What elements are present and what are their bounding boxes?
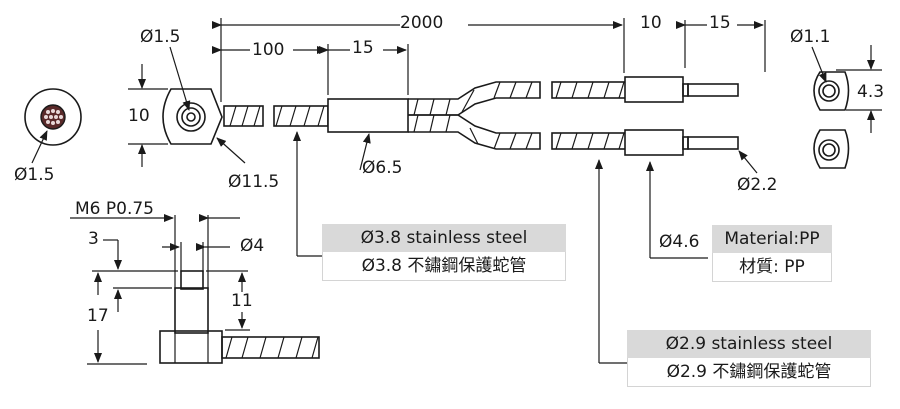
callout-tip-sleeve-en: Material:PP bbox=[712, 225, 832, 253]
end-views bbox=[811, 45, 882, 169]
dim-total-length: 2000 bbox=[400, 13, 444, 33]
tip-assemblies bbox=[624, 76, 758, 174]
dim-head-dia: Ø11.5 bbox=[228, 172, 280, 192]
split-tubes bbox=[408, 81, 627, 150]
callout-tip-sleeve: Material:PP 材質: PP bbox=[712, 225, 832, 282]
dim-tip-dia: Ø2.2 bbox=[737, 175, 778, 195]
dim-overall-height: 17 bbox=[87, 306, 109, 326]
dim-end-hole-dia: Ø1.1 bbox=[790, 27, 831, 47]
main-tube bbox=[223, 105, 329, 127]
top-dimensions bbox=[212, 18, 766, 102]
dim-head-height: 10 bbox=[128, 106, 150, 126]
dim-tip-sleeve-dia: Ø4.6 bbox=[659, 232, 700, 252]
callout-branch-tube-en: Ø2.9 stainless steel bbox=[627, 330, 871, 358]
dim-thread: M6 P0.75 bbox=[75, 199, 154, 219]
dim-thread-tip-dia: Ø4 bbox=[240, 236, 265, 256]
dim-fiber-core-dia: Ø1.5 bbox=[14, 165, 55, 185]
dim-sleeve-dia: Ø6.5 bbox=[362, 158, 403, 178]
dim-thread-length: 11 bbox=[231, 291, 253, 311]
dim-tip-length: 15 bbox=[709, 13, 731, 33]
callout-main-tube: Ø3.8 stainless steel Ø3.8 不鏽鋼保護蛇管 bbox=[322, 224, 566, 281]
callout-main-tube-en: Ø3.8 stainless steel bbox=[322, 224, 566, 252]
callout-leaders bbox=[293, 131, 708, 364]
callout-tip-sleeve-zh: 材質: PP bbox=[712, 253, 832, 282]
callout-branch-tube-zh: Ø2.9 不鏽鋼保護蛇管 bbox=[627, 358, 871, 387]
dim-head-hole-dia: Ø1.5 bbox=[140, 27, 181, 47]
splitter-sleeve bbox=[327, 98, 409, 171]
sensor-head bbox=[128, 46, 246, 167]
dim-tip-sleeve-length: 10 bbox=[640, 13, 662, 33]
dim-end-width: 4.3 bbox=[857, 82, 885, 102]
dim-thread-top: 3 bbox=[88, 229, 99, 249]
thread-side-view bbox=[70, 214, 320, 365]
callout-main-tube-zh: Ø3.8 不鏽鋼保護蛇管 bbox=[322, 252, 566, 281]
callout-branch-tube: Ø2.9 stainless steel Ø2.9 不鏽鋼保護蛇管 bbox=[627, 330, 871, 387]
dim-sleeve-length: 15 bbox=[352, 38, 374, 58]
fiber-cross-section bbox=[24, 88, 82, 164]
dim-lead-length: 100 bbox=[252, 40, 285, 60]
